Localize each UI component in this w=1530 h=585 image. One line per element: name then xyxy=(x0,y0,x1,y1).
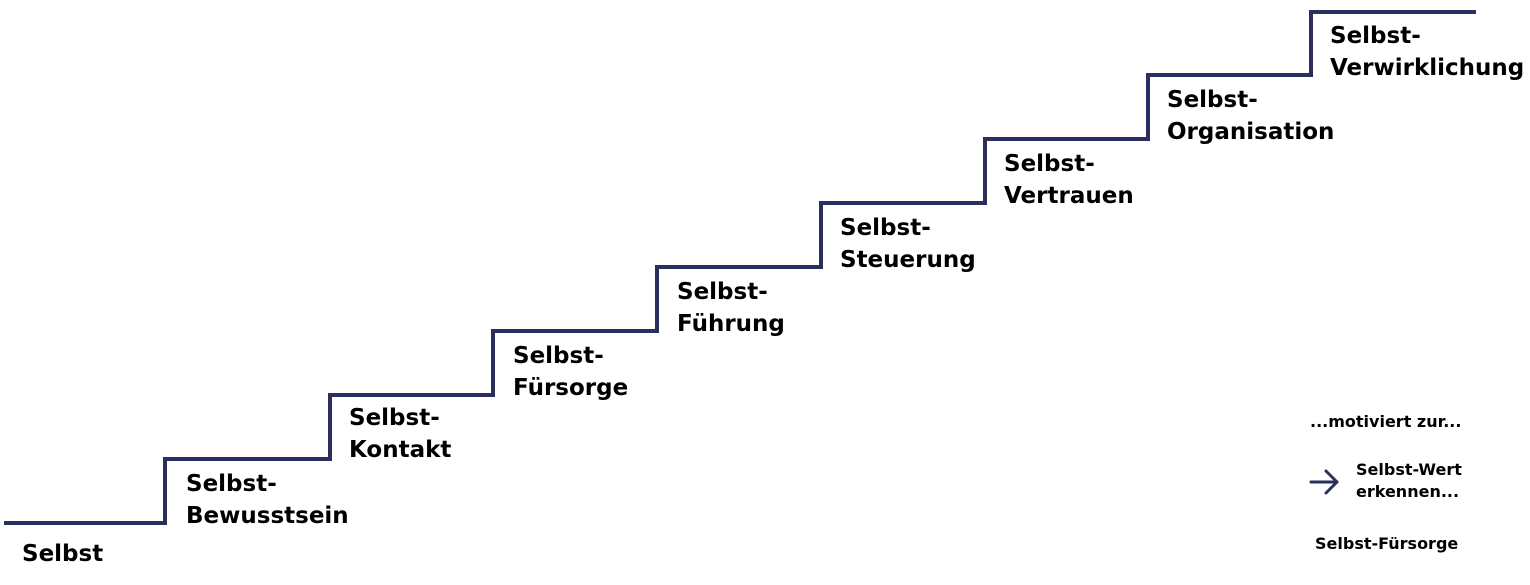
step-label-line2: Führung xyxy=(677,311,785,337)
step-label-line2: Kontakt xyxy=(349,437,452,463)
step-label-line1: Selbst- xyxy=(840,215,931,241)
step-label-vertrauen: Selbst- Vertrauen xyxy=(1004,148,1134,212)
step-label-steuerung: Selbst- Steuerung xyxy=(840,212,976,276)
step-label-line2: Bewusstsein xyxy=(186,503,349,529)
step-label-fuehrung: Selbst- Führung xyxy=(677,276,785,340)
step-label-line1: Selbst- xyxy=(513,343,604,369)
self-value-line1: Selbst-Wert xyxy=(1356,460,1462,479)
step-label-line1: Selbst- xyxy=(1004,151,1095,177)
step-label-line1: Selbst- xyxy=(1167,87,1258,113)
step-label-fuersorge: Selbst- Fürsorge xyxy=(513,340,628,404)
step-label-verwirklichung: Selbst- Verwirklichung xyxy=(1330,20,1524,84)
step-label-line2: Verwirklichung xyxy=(1330,55,1525,81)
step-label-line2: Fürsorge xyxy=(513,375,629,401)
self-value-note: Selbst-Wert erkennen... xyxy=(1356,459,1462,503)
step-label-organisation: Selbst- Organisation xyxy=(1167,84,1334,148)
step-label-line2: Steuerung xyxy=(840,247,976,273)
caption-note: Selbst-Fürsorge xyxy=(1315,534,1459,553)
step-label-line1: Selbst- xyxy=(186,471,277,497)
self-value-line2: erkennen... xyxy=(1356,482,1460,501)
motivates-note: ...motiviert zur... xyxy=(1310,412,1462,431)
step-label-line1: Selbst- xyxy=(677,279,768,305)
step-label-line1: Selbst- xyxy=(349,405,440,431)
step-label-line1: Selbst- xyxy=(1330,23,1421,49)
step-label-line2: Vertrauen xyxy=(1004,183,1134,209)
step-label-line1: Selbst xyxy=(22,541,104,567)
right-arrow-icon xyxy=(1309,469,1339,495)
step-label-kontakt: Selbst- Kontakt xyxy=(349,402,451,466)
staircase-line xyxy=(4,10,1476,525)
step-label-selbst: Selbst xyxy=(22,538,103,570)
step-label-bewusstsein: Selbst- Bewusstsein xyxy=(186,468,349,532)
step-label-line2: Organisation xyxy=(1167,119,1335,145)
